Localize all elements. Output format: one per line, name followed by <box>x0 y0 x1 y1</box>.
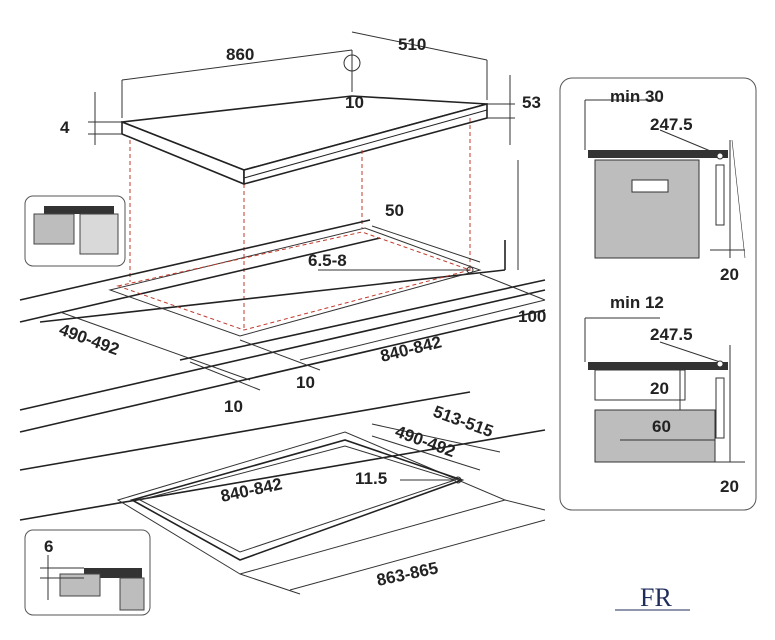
top-width-label: 860 <box>226 45 254 64</box>
cutout-radius-label: 6.5-8 <box>308 251 347 270</box>
flush-recess-label: 6 <box>44 537 53 556</box>
flush-outer-width-label: 863-865 <box>375 558 440 590</box>
oven-wall-label: 20 <box>720 265 739 284</box>
brand-logo-text: FR <box>640 583 672 612</box>
flush-outer-depth-label: 513-515 <box>431 402 496 441</box>
drawer-dim-label: 247.5 <box>650 325 693 344</box>
brand-logo: FR <box>615 583 690 612</box>
cutout-gap-label-2: 10 <box>224 397 243 416</box>
inset-flush: 6 <box>24 529 151 616</box>
drawer-wall-label: 20 <box>720 477 739 496</box>
flush-inner-width-label: 840-842 <box>219 474 284 506</box>
side-view-drawer: min 12 247.5 20 60 20 <box>584 293 745 496</box>
side-view-oven: min 30 247.5 20 <box>584 87 746 284</box>
oven-min-label: min 30 <box>610 87 664 106</box>
side-views-panel: min 30 247.5 20 min 12 247.5 20 60 20 <box>559 77 757 511</box>
top-thickness-label: 4 <box>60 118 70 137</box>
flush-radius-label: 11.5 <box>355 469 387 488</box>
drawer-height-label: 60 <box>652 417 671 436</box>
cutout-depth-label: 490-492 <box>57 320 122 359</box>
cutout-rear-gap-label: 100 <box>518 307 546 326</box>
hob-top-view: 860 510 10 4 53 <box>60 31 541 186</box>
drawer-gap-label: 20 <box>650 379 669 398</box>
top-center-label: 10 <box>345 93 364 112</box>
oven-dim-label: 247.5 <box>650 115 693 134</box>
top-depth-label: 510 <box>398 35 426 54</box>
drawer-min-label: min 12 <box>610 293 664 312</box>
cutout-gap-label-1: 10 <box>296 373 315 392</box>
cutout-width-label: 840-842 <box>378 332 443 366</box>
top-height-label: 53 <box>522 93 541 112</box>
inset-countertop <box>24 195 126 267</box>
cutout-edge-label: 50 <box>385 201 404 220</box>
